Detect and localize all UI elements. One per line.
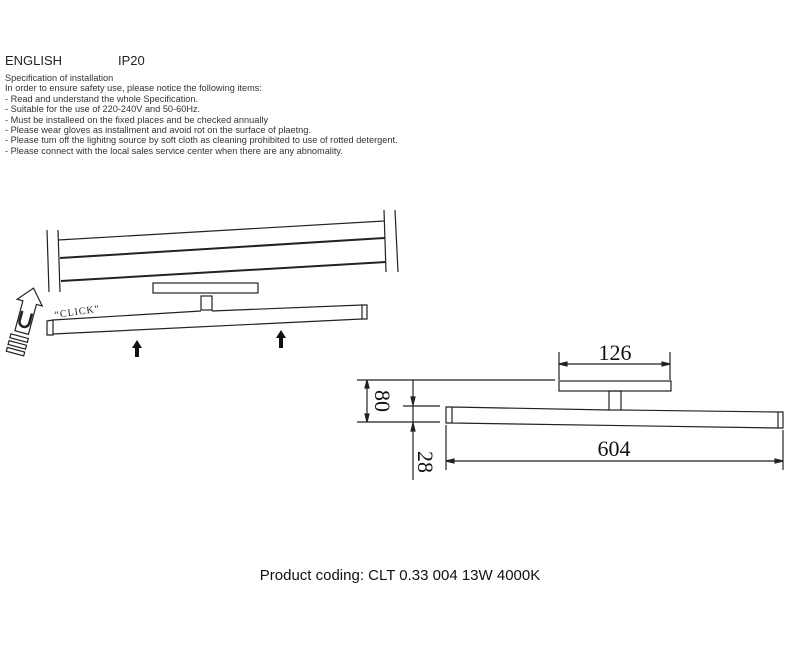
dimension-drawing: 126 604 80 28 — [357, 340, 784, 480]
spec-item: - Please connect with the local sales se… — [5, 145, 343, 156]
specification-block: Specification of installation In order t… — [5, 73, 398, 156]
spec-intro: In order to ensure safety use, please no… — [5, 83, 262, 94]
spec-item: - Read and understand the whole Specific… — [5, 93, 199, 104]
track-adapter — [152, 282, 259, 294]
installation-diagram: “CLICK” — [5, 209, 399, 357]
spec-item: - Suitable for the use of 220-240V and 5… — [5, 104, 201, 115]
up-arrow-icon — [132, 330, 286, 357]
spec-item: - Please wear gloves as installment and … — [5, 125, 311, 136]
dimension-604: 604 — [598, 436, 631, 461]
product-coding: Product coding: CLT 0.33 004 13W 4000K — [259, 567, 541, 584]
ip-rating: IP20 — [118, 53, 145, 68]
spec-item: - Must be installeed on the fixed places… — [5, 114, 269, 125]
dimension-126: 126 — [599, 340, 632, 365]
dimension-80: 80 — [370, 390, 395, 412]
spec-item: - Please tum off the lighitng source by … — [5, 135, 398, 146]
magnet-arrow-icon — [5, 287, 44, 357]
spec-title: Specification of installation — [5, 73, 114, 83]
language-heading: ENGLISH — [5, 53, 63, 68]
dimension-28: 28 — [413, 451, 438, 473]
mount-outline — [558, 380, 672, 392]
